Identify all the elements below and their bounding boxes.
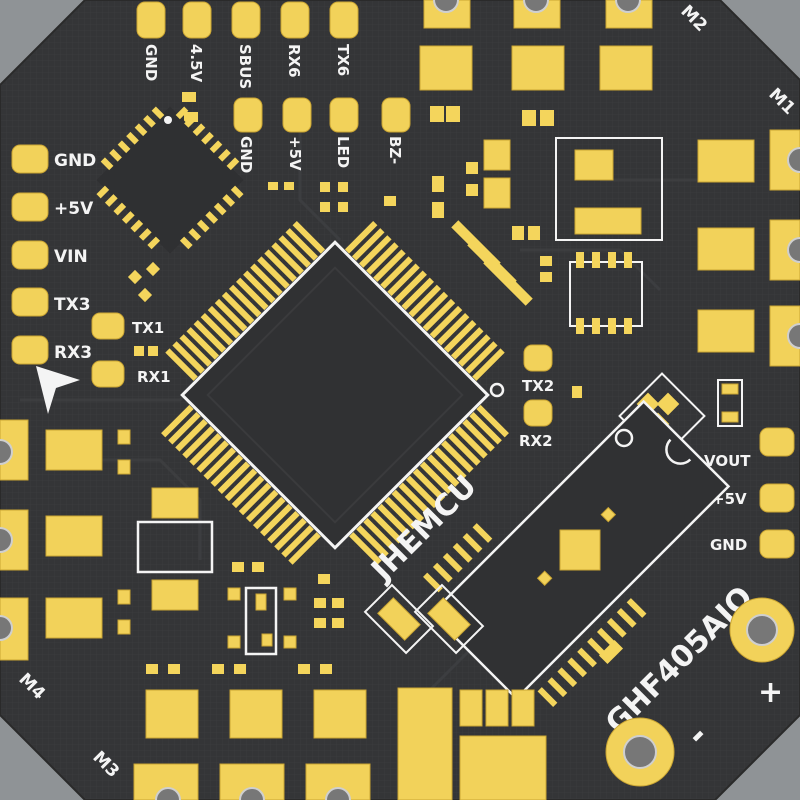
left-pad-column: [11, 144, 49, 365]
pad-rx6[interactable]: [280, 1, 310, 39]
crystal: [136, 487, 214, 611]
label-gnd-2: GND: [237, 136, 255, 173]
motor-pad-c: [605, 0, 653, 29]
label-rx3: RX3: [54, 343, 92, 363]
pad-gnd-top[interactable]: [136, 1, 166, 39]
pin1-dot: [164, 116, 172, 124]
mcu-pins-right: [349, 404, 509, 565]
label-tx1: TX1: [132, 319, 164, 337]
resistor-array: [451, 220, 533, 306]
small-components-bottom: [146, 562, 344, 674]
motor-pads-m4: [0, 419, 131, 661]
label-plus: +: [758, 675, 783, 710]
label-tx6: TX6: [334, 44, 352, 76]
pad-tx2[interactable]: [523, 344, 553, 372]
label-rx1: RX1: [137, 368, 171, 386]
pad-vin[interactable]: [11, 240, 49, 270]
left-pad-labels: GND +5V VIN TX3 RX3: [54, 151, 96, 363]
label-bz: BZ-: [386, 136, 404, 164]
diode-pair: [363, 583, 485, 655]
pad-bz[interactable]: [381, 97, 411, 133]
label-vin: VIN: [54, 247, 88, 267]
pad-5v-2[interactable]: [282, 97, 312, 133]
orientation-arrow: [36, 366, 80, 414]
pad-rx2[interactable]: [523, 399, 553, 427]
soic-chip: [569, 252, 643, 334]
qfn-chip: [96, 106, 244, 254]
top-pad-labels: GND 4.5V SBUS RX6 TX6 GND +5V LED BZ-: [142, 44, 404, 173]
pad-led[interactable]: [329, 97, 359, 133]
label-sbus: SBUS: [236, 44, 254, 89]
label-tx2: TX2: [522, 377, 554, 395]
label-rx2: RX2: [519, 432, 553, 450]
label-gnd-left: GND: [54, 151, 96, 171]
diode-small: [598, 639, 624, 665]
label-gnd-top: GND: [142, 44, 160, 81]
mcu-pins-bottom: [161, 404, 321, 565]
label-4v5: 4.5V: [187, 44, 205, 83]
mcu-pin1-mark: [489, 382, 505, 398]
small-components-left: [127, 261, 161, 356]
label-tx3: TX3: [54, 295, 91, 315]
pad-sbus[interactable]: [231, 1, 261, 39]
label-5v-left: +5V: [54, 199, 94, 219]
regulator: [227, 586, 297, 656]
power-mosfets-bottom: [397, 687, 547, 800]
pad-gnd-left[interactable]: [11, 144, 49, 174]
pad-rx1[interactable]: [91, 360, 125, 388]
pad-gnd-right[interactable]: [759, 529, 795, 559]
esc-chip: [423, 399, 731, 707]
led-indicator: [717, 379, 743, 427]
top-pad-row: [136, 1, 411, 133]
label-rx6: RX6: [285, 44, 303, 78]
label-gnd-right: GND: [710, 536, 747, 554]
mcu-body: [180, 240, 490, 550]
inductor: [555, 137, 663, 241]
pad-5v-right[interactable]: [759, 483, 795, 513]
label-led: LED: [334, 136, 352, 168]
mcu-pins-left: [165, 221, 326, 381]
pad-gnd-2[interactable]: [233, 97, 263, 133]
pad-tx1[interactable]: [91, 312, 125, 340]
pad-tx3[interactable]: [11, 287, 49, 317]
pad-vout[interactable]: [759, 427, 795, 457]
mcu-chip: [161, 221, 509, 565]
mcu-pins-top: [344, 221, 505, 381]
pad-rx3[interactable]: [11, 335, 49, 365]
pad-4v5[interactable]: [182, 1, 212, 39]
motor-pads-m1: [697, 129, 800, 367]
label-vout: VOUT: [704, 452, 751, 470]
right-pad-column: [759, 427, 795, 559]
label-5v-2: +5V: [286, 136, 304, 171]
pad-tx6[interactable]: [329, 1, 359, 39]
pad-5v-left[interactable]: [11, 192, 49, 222]
